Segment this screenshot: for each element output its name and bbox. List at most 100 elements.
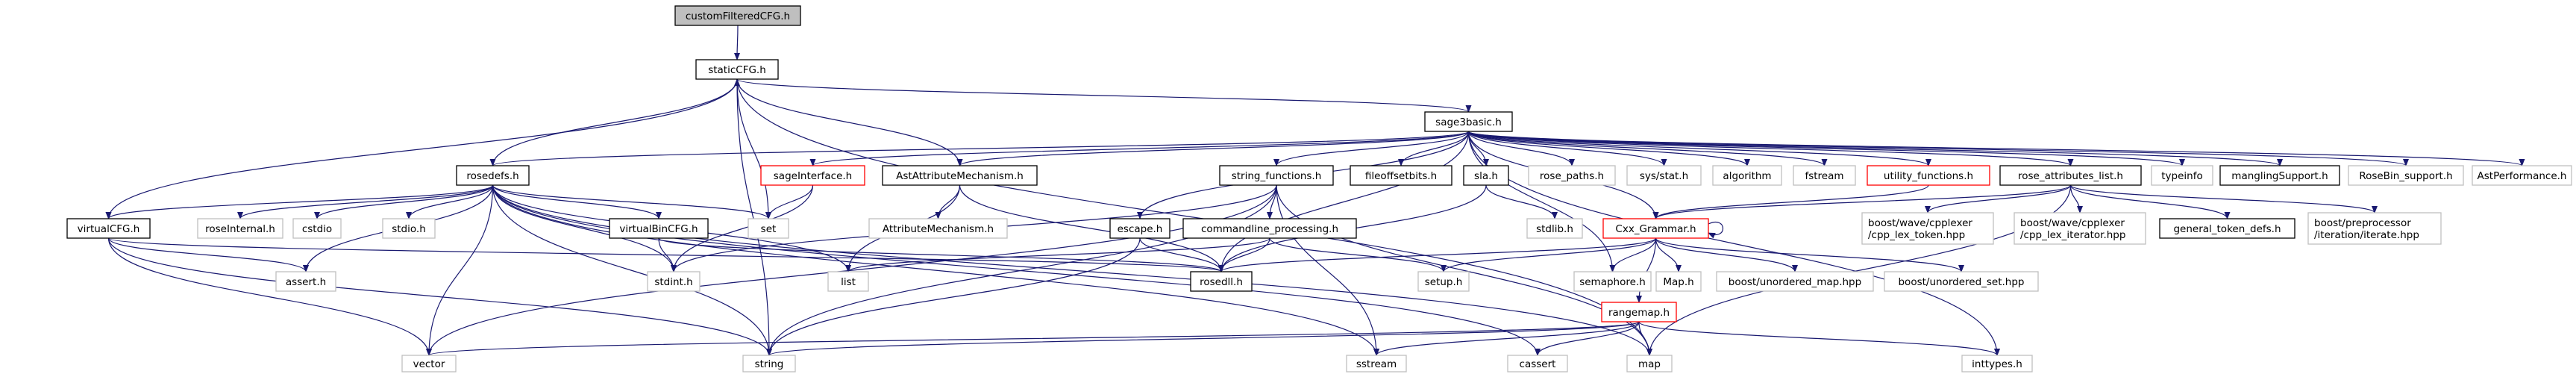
node-label-RoseBin_support: RoseBin_support.h (2359, 170, 2452, 182)
node-label-algorithm: algorithm (1723, 170, 1771, 182)
node-label-fstream: fstream (1805, 170, 1843, 182)
edge-staticCFG-to-string (736, 78, 772, 356)
node-rangemap: rangemap.h (1601, 302, 1677, 322)
node-box-virtualCFG (66, 218, 151, 239)
node-label-string: string (755, 358, 784, 370)
node-escape[interactable]: escape.h (1109, 218, 1171, 239)
node-box-sageInterface (760, 165, 865, 186)
edge-sageInterface-to-set (765, 184, 814, 219)
node-box-rosedefs (456, 165, 530, 186)
edge-customFilteredCFG-to-staticCFG (734, 25, 741, 60)
node-label-vector: vector (413, 358, 445, 370)
node-box-string_functions (1219, 165, 1334, 186)
node-virtualCFG[interactable]: virtualCFG.h (66, 218, 151, 239)
edge-rose_attributes_list-to-Cxx_Grammar (1652, 184, 2072, 219)
edge-sage3basic-to-rose_attributes_list (1467, 131, 2074, 166)
node-sage3basic[interactable]: sage3basic.h (1424, 111, 1513, 132)
node-assert: assert.h (275, 271, 336, 292)
node-AttributeMechanism: AttributeMechanism.h (868, 218, 1008, 239)
node-manglingSupport[interactable]: manglingSupport.h (2219, 165, 2340, 186)
node-label-roseInternal: roseInternal.h (205, 223, 275, 235)
edge-rosedefs-to-stdint (492, 184, 677, 272)
edge-rosedefs-to-string (492, 184, 772, 356)
node-box-fileoffsetbits (1350, 165, 1452, 186)
edge-rosedefs-to-map (492, 184, 1652, 356)
edge-rose_attributes_list-to-general_token_defs (2069, 184, 2231, 219)
node-box-unordered_map (1716, 271, 1874, 292)
edge-sage3basic-to-manglingSupport (1467, 131, 2283, 166)
node-box-algorithm (1712, 165, 1782, 186)
edge-utility_functions-to-Cxx_Grammar (1652, 184, 1929, 219)
node-label-virtualCFG: virtualCFG.h (78, 223, 140, 235)
edge-rangemap-to-inttypes (1638, 321, 2000, 356)
edge-rosedefs-to-vector (426, 184, 494, 356)
node-sla[interactable]: sla.h (1463, 165, 1509, 186)
node-staticCFG[interactable]: staticCFG.h (695, 59, 779, 80)
node-virtualBinCFG[interactable]: virtualBinCFG.h (609, 218, 709, 239)
edge-string_functions-to-string (766, 184, 1277, 356)
node-box-set (748, 218, 789, 239)
node-label-typeinfo: typeinfo (2161, 170, 2202, 182)
node-pp_iterate: boost/preprocessor/iteration/iterate.hpp (2307, 212, 2442, 245)
node-label-sys_stat: sys/stat.h (1640, 170, 1688, 182)
edge-AstAttributeMechanism-to-AttributeMechanism (935, 184, 961, 219)
node-label-wave_iterator: boost/wave/cpplexer (2020, 217, 2125, 229)
node-box-RoseBin_support (2348, 165, 2464, 186)
node-box-cassert (1507, 355, 1568, 373)
node-stdlib: stdlib.h (1526, 218, 1583, 239)
edge-sla-to-stdlib (1485, 184, 1558, 219)
edge-Cxx_Grammar-to-Map (1655, 237, 1682, 272)
node-rosedefs[interactable]: rosedefs.h (456, 165, 530, 186)
node-AstPerformance: AstPerformance.h (2472, 165, 2572, 186)
node-label-rose_paths: rose_paths.h (1540, 170, 1604, 182)
node-box-sla (1463, 165, 1509, 186)
node-box-fstream (1793, 165, 1856, 186)
node-cstdio: cstdio (292, 218, 342, 239)
node-roseInternal: roseInternal.h (197, 218, 283, 239)
node-commandline_processing[interactable]: commandline_processing.h (1182, 218, 1357, 239)
edge-rose_attributes_list-to-wave_token (1925, 184, 2072, 214)
node-label-stdlib: stdlib.h (1536, 223, 1573, 235)
node-box-sage3basic (1424, 111, 1513, 132)
node-cassert: cassert (1507, 355, 1568, 373)
edge-staticCFG-to-AstAttributeMechanism (736, 78, 963, 166)
node-box-staticCFG (695, 59, 779, 80)
node-sageInterface: sageInterface.h (760, 165, 865, 186)
node-general_token_defs[interactable]: general_token_defs.h (2159, 218, 2295, 239)
edge-virtualBinCFG-to-stdint (658, 237, 677, 272)
node-layer: customFilteredCFG.h staticCFG.h sage3basic… (66, 5, 2572, 373)
node-label-AstAttributeMechanism: AstAttributeMechanism.h (896, 170, 1024, 182)
node-label-stdint: stdint.h (654, 276, 692, 288)
node-fileoffsetbits[interactable]: fileoffsetbits.h (1350, 165, 1452, 186)
edge-sage3basic-to-sys_stat (1467, 131, 1667, 166)
node-box-escape (1109, 218, 1171, 239)
node-box-list (827, 271, 869, 292)
node-box-general_token_defs (2159, 218, 2295, 239)
edge-rosedefs-to-staticCFG (492, 78, 740, 166)
edge-sage3basic-to-AstAttributeMechanism (956, 131, 1470, 166)
node-label-list: list (841, 276, 856, 288)
edge-sage3basic-to-AstPerformance (1467, 131, 2525, 166)
edge-rangemap-to-cassert (1535, 321, 1640, 356)
node-string_functions[interactable]: string_functions.h (1219, 165, 1334, 186)
node-customFilteredCFG[interactable]: customFilteredCFG.h (674, 5, 801, 26)
edge-virtualCFG-to-assert (107, 237, 309, 272)
node-rose_attributes_list[interactable]: rose_attributes_list.h (1999, 165, 2142, 186)
node-label-rosedll: rosedll.h (1200, 276, 1243, 288)
node-setup: setup.h (1417, 271, 1470, 292)
node-label-wave_token: boost/wave/cpplexer (1868, 217, 1972, 229)
node-label-commandline_processing: commandline_processing.h (1201, 223, 1338, 235)
node-label-rosedefs: rosedefs.h (466, 170, 518, 182)
edge-Cxx_Grammar-to-unordered_set (1655, 237, 1964, 272)
node-utility_functions: utility_functions.h (1867, 165, 1990, 186)
node-box-unordered_set (1884, 271, 2039, 292)
edge-rosedefs-to-cstdio (314, 184, 494, 219)
node-label-general_token_defs: general_token_defs.h (2173, 223, 2281, 235)
node-AstAttributeMechanism[interactable]: AstAttributeMechanism.h (882, 165, 1038, 186)
node-box-AstAttributeMechanism (882, 165, 1038, 186)
edge-staticCFG-to-sage3basic (736, 78, 1472, 113)
node-rosedll[interactable]: rosedll.h (1190, 271, 1253, 292)
node-box-stdio (382, 218, 436, 239)
edge-sage3basic-to-string_functions (1273, 131, 1470, 166)
